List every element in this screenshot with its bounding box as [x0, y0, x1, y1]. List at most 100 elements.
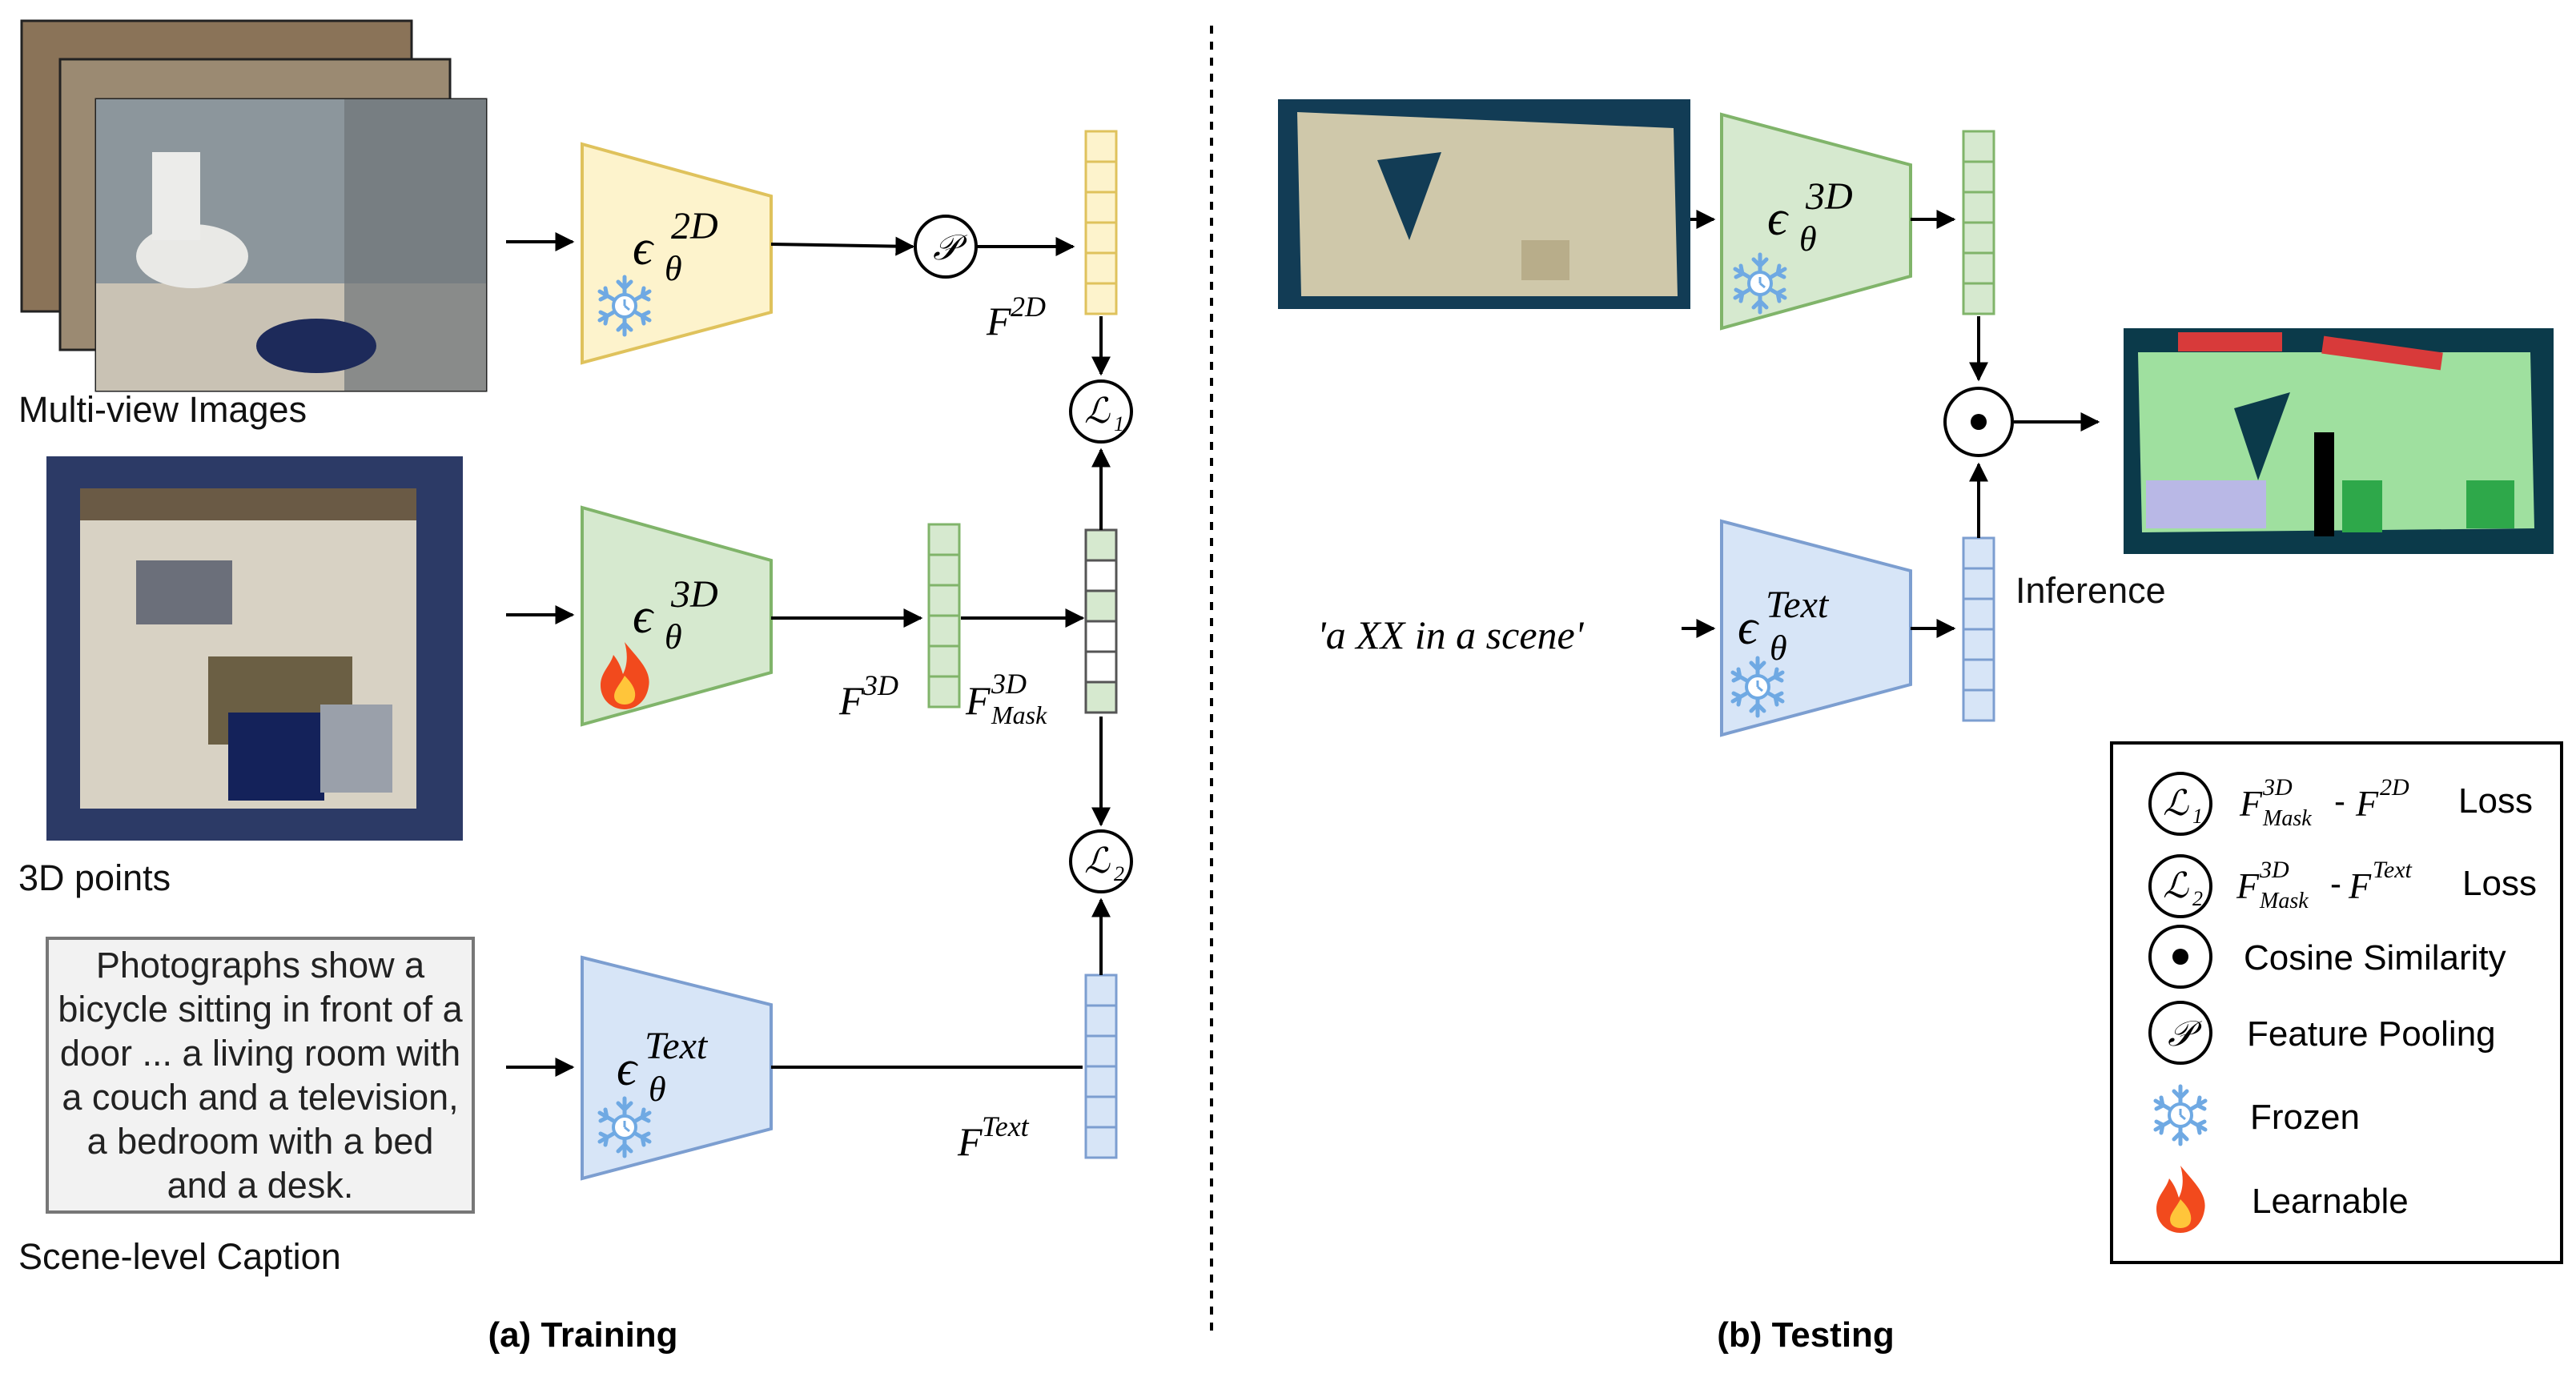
feature-cell: [1962, 251, 1995, 285]
svg-text:F: F: [2236, 865, 2260, 906]
feature-cell: [927, 553, 961, 587]
feature-cell: [1084, 559, 1118, 592]
f2d-label: F 2D: [986, 291, 1046, 343]
legend-loss1-formula: F 3D Mask - F 2D Loss: [2239, 774, 2533, 831]
svg-text:Loss: Loss: [2462, 864, 2537, 903]
svg-text:θ: θ: [649, 1070, 666, 1109]
feature-cell: [1084, 974, 1118, 1007]
text-prompt: 'a XX in a scene': [1317, 612, 1585, 657]
feature-cell: [1084, 251, 1118, 285]
svg-text:F: F: [838, 678, 864, 723]
testing-title: (b) Testing: [1717, 1315, 1895, 1355]
feature-cell: [1962, 688, 1995, 722]
feature-cell: [1962, 160, 1995, 194]
feature-cell: [1084, 130, 1118, 163]
svg-text:F: F: [2355, 783, 2379, 824]
feature-cell: [1962, 130, 1995, 163]
svg-text:Mask: Mask: [2262, 806, 2312, 831]
feature-cell: [1962, 191, 1995, 224]
points3d-label: 3D points: [18, 857, 171, 898]
encoder-3d-label: ϵ θ 3D: [633, 573, 718, 656]
training-title: (a) Training: [488, 1315, 677, 1355]
svg-text:Text: Text: [982, 1110, 1030, 1142]
feature-2d-column: [1084, 130, 1118, 315]
svg-text:F: F: [957, 1119, 983, 1164]
encoder-3d-test-label: ϵ θ 3D: [1767, 175, 1853, 259]
feature-cell: [927, 584, 961, 617]
feature-cell: [1084, 680, 1118, 714]
svg-text:F: F: [986, 299, 1011, 343]
svg-text:ϵ: ϵ: [633, 221, 654, 275]
svg-text:2: 2: [2192, 887, 2203, 910]
encoder-text-test-label: ϵ θ Text: [1738, 584, 1830, 668]
feature-cell: [927, 675, 961, 709]
feature-mask-column: [1084, 528, 1118, 714]
scene-caption-box: Photographs show a bicycle sitting in fr…: [46, 937, 475, 1214]
feature-cell: [1084, 221, 1118, 255]
ftext-label: F Text: [957, 1110, 1030, 1164]
scene-caption-text: Photographs show a bicycle sitting in fr…: [58, 945, 463, 1206]
svg-text:1: 1: [2192, 805, 2203, 828]
feature-cell: [1084, 1126, 1118, 1159]
svg-text:2: 2: [1114, 862, 1124, 885]
legend-frozen-label: Frozen: [2250, 1098, 2360, 1137]
caption-label: Scene-level Caption: [18, 1236, 341, 1277]
fmask-label: F 3D Mask: [965, 668, 1047, 729]
legend-loss2-icon: [2148, 854, 2212, 918]
svg-text:3D: 3D: [2262, 774, 2293, 801]
feature-cell: [1962, 282, 1995, 315]
feature-cell: [927, 614, 961, 648]
feature-cell: [1084, 1095, 1118, 1129]
svg-text:F: F: [2348, 865, 2372, 906]
encoder-text-label: ϵ θ Text: [617, 1025, 709, 1109]
svg-text:2D: 2D: [2380, 774, 2409, 801]
svg-text:3D: 3D: [991, 668, 1027, 700]
encoder-text: [581, 955, 773, 1181]
feature-cell: [1962, 536, 1995, 570]
svg-text:1: 1: [1114, 412, 1124, 436]
svg-text:θ: θ: [665, 249, 682, 288]
svg-text:Text: Text: [645, 1025, 709, 1067]
svg-text:3D: 3D: [2259, 857, 2289, 883]
svg-text:ϵ: ϵ: [1738, 600, 1759, 655]
svg-text:Text: Text: [1766, 584, 1830, 626]
feature-cell: [1084, 620, 1118, 653]
feature-cell: [1084, 1065, 1118, 1098]
test-feature-3d-column: [1962, 130, 1995, 315]
pooling-icon: [914, 215, 978, 279]
svg-text:Mask: Mask: [991, 701, 1047, 729]
svg-text:3D: 3D: [670, 573, 718, 616]
svg-text:ϵ: ϵ: [633, 589, 654, 644]
feature-cell: [927, 523, 961, 556]
svg-text:ϵ: ϵ: [617, 1042, 638, 1096]
feature-cell: [1084, 1004, 1118, 1038]
svg-text:θ: θ: [1799, 219, 1817, 259]
svg-text:ℒ: ℒ: [2163, 866, 2189, 905]
svg-text:2D: 2D: [671, 205, 718, 247]
feature-cell: [1084, 1034, 1118, 1068]
svg-text:ℒ: ℒ: [1084, 391, 1111, 431]
svg-text:F: F: [2239, 783, 2263, 824]
segmentation-output-image: [2124, 328, 2554, 554]
feature-text-column: [1084, 974, 1118, 1159]
f3d-label: F 3D: [838, 669, 898, 723]
svg-text:Loss: Loss: [2458, 781, 2533, 821]
feature-cell: [1962, 658, 1995, 692]
feature-cell: [1084, 528, 1118, 562]
svg-text:2D: 2D: [1011, 291, 1046, 323]
scene-input-image: [1278, 99, 1690, 309]
legend-learnable-label: Learnable: [2252, 1182, 2409, 1221]
svg-text:ℒ: ℒ: [1084, 841, 1111, 881]
svg-text:3D: 3D: [1805, 175, 1853, 218]
feature-cell: [1962, 597, 1995, 631]
inference-label: Inference: [2015, 570, 2166, 611]
feature-cell: [927, 644, 961, 678]
feature-cell: [1962, 628, 1995, 661]
feature-cell: [1084, 191, 1118, 224]
svg-text:-: -: [2334, 782, 2345, 820]
svg-text:Mask: Mask: [2259, 889, 2309, 913]
loss2-node: [1069, 829, 1133, 893]
feature-3d-column: [927, 523, 961, 709]
feature-cell: [1084, 282, 1118, 315]
